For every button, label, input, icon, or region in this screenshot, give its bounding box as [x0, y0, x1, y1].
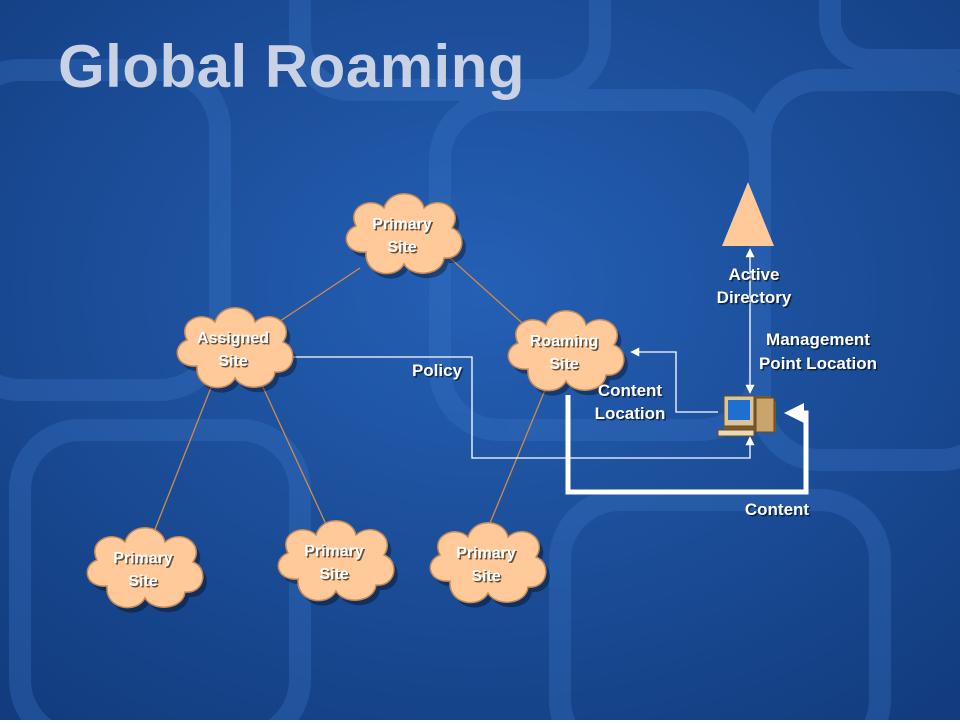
site-bottom-3[interactable]: Primary Primary Site Site: [429, 521, 550, 608]
site-assigned-label-1-shadow: Assigned: [198, 332, 270, 349]
line-top-roaming: [449, 257, 531, 331]
management-point-label-1: Management: [766, 330, 870, 349]
site-bottom-1[interactable]: Primary Primary Site Site: [86, 526, 207, 613]
site-bottom-2-label-2-shadow: Site: [321, 568, 350, 585]
site-bottom-2-label-1-shadow: Primary: [306, 545, 366, 562]
label-content: Content Content: [745, 500, 811, 521]
site-bottom-1-label-1: Primary: [113, 550, 173, 567]
site-bottom-3-label-1-shadow: Primary: [458, 547, 518, 564]
site-bottom-3-label-2: Site: [471, 568, 500, 585]
label-policy: Policy Policy: [412, 361, 464, 382]
label-active-directory: Active Active Directory Directory: [717, 265, 794, 309]
site-assigned-label-2: Site: [218, 353, 247, 370]
site-top-label-1: Primary: [372, 216, 432, 233]
content-location-arrow: [630, 347, 718, 413]
line-assigned-bottom2: [261, 384, 331, 534]
site-assigned-label-2-shadow: Site: [220, 355, 249, 372]
label-management-point: Management Management Point Location Poi…: [759, 330, 879, 375]
site-bottom-2-label-1: Primary: [304, 543, 364, 560]
content-location-label-2: Location: [595, 404, 666, 423]
content-location-label-2-shadow: Location: [596, 406, 667, 425]
site-bottom-1-label-2: Site: [128, 573, 157, 590]
site-bottom-1-label-2-shadow: Site: [130, 575, 159, 592]
active-directory-label-2-shadow: Directory: [718, 290, 793, 309]
site-top-label-2-shadow: Site: [389, 241, 418, 258]
policy-label: Policy: [412, 361, 463, 380]
content-location-label-1-shadow: Content: [599, 383, 664, 402]
site-roaming-label-1-shadow: Roaming: [531, 335, 599, 352]
active-directory-label-1-shadow: Active: [730, 267, 781, 286]
tree-lines: [149, 257, 546, 543]
site-bottom-2[interactable]: Primary Primary Site Site: [277, 519, 398, 606]
site-top-label-1-shadow: Primary: [374, 218, 434, 235]
site-roaming-label-1: Roaming: [530, 333, 598, 350]
label-content-location: Content Content Location Location: [595, 381, 667, 425]
site-bottom-3-label-2-shadow: Site: [473, 570, 502, 587]
site-roaming-label-2: Site: [549, 356, 578, 373]
line-assigned-bottom1: [149, 384, 213, 543]
site-bottom-3-label-1: Primary: [456, 545, 516, 562]
arrows: [292, 248, 809, 495]
policy-arrow: [292, 356, 755, 459]
site-roaming-label-2-shadow: Site: [551, 358, 580, 375]
content-location-label-1: Content: [598, 381, 663, 400]
computer-icon[interactable]: [717, 395, 776, 437]
active-directory-label-1: Active: [728, 265, 779, 284]
active-directory-triangle[interactable]: [722, 182, 774, 246]
site-top-label-2: Site: [387, 239, 416, 256]
active-directory-label-2: Directory: [717, 288, 792, 307]
site-bottom-1-label-1-shadow: Primary: [115, 552, 175, 569]
content-arrow: [565, 395, 809, 495]
management-point-label-2: Point Location: [759, 354, 877, 373]
management-point-label-1-shadow: Management: [768, 332, 872, 351]
site-bottom-2-label-2: Site: [319, 566, 348, 583]
site-assigned-label-1: Assigned: [197, 330, 269, 347]
line-roaming-bottom3: [482, 389, 546, 541]
content-label: Content: [745, 500, 810, 519]
management-point-label-2-shadow: Point Location: [760, 356, 878, 375]
content-label-shadow: Content: [746, 502, 811, 521]
slide-title: Global Roaming: [58, 33, 526, 100]
policy-label-shadow: Policy: [413, 363, 464, 382]
site-top[interactable]: Primary Primary Site Site: [345, 192, 466, 279]
site-roaming[interactable]: Roaming Roaming Site Site: [507, 309, 628, 396]
site-assigned[interactable]: Assigned Assigned Site Site: [176, 306, 297, 393]
